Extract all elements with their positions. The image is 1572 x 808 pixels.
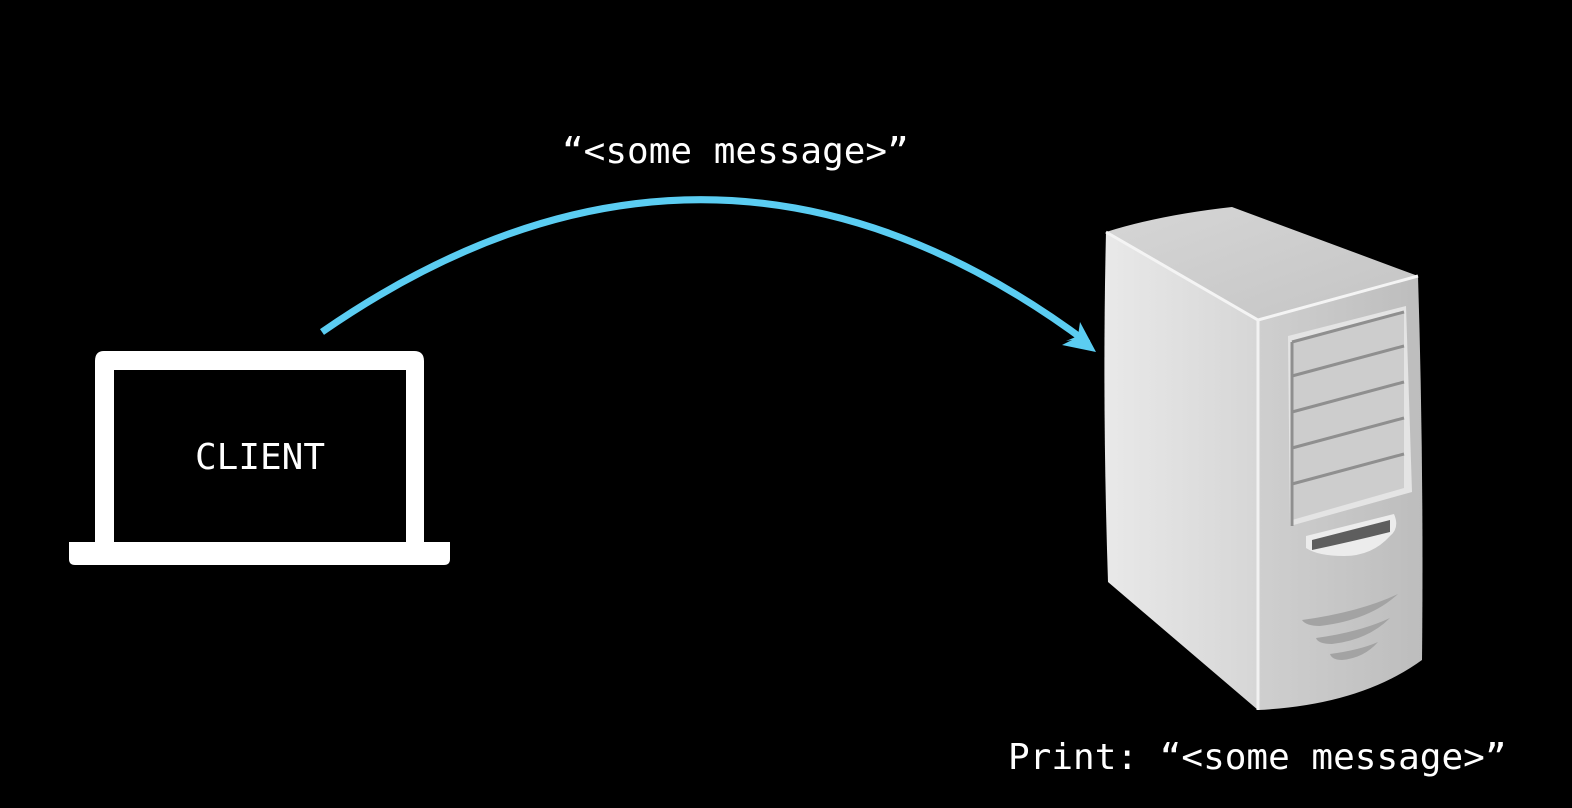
server-print-label: Print: “<some message>” (1008, 736, 1507, 780)
client-label: CLIENT (114, 436, 406, 480)
server-tower-icon (1104, 207, 1422, 710)
message-label: “<some message>” (562, 130, 909, 174)
drive-bays (1288, 306, 1412, 526)
message-arrow (322, 200, 1096, 352)
laptop-base (69, 542, 450, 565)
arrow-curve (322, 200, 1088, 343)
